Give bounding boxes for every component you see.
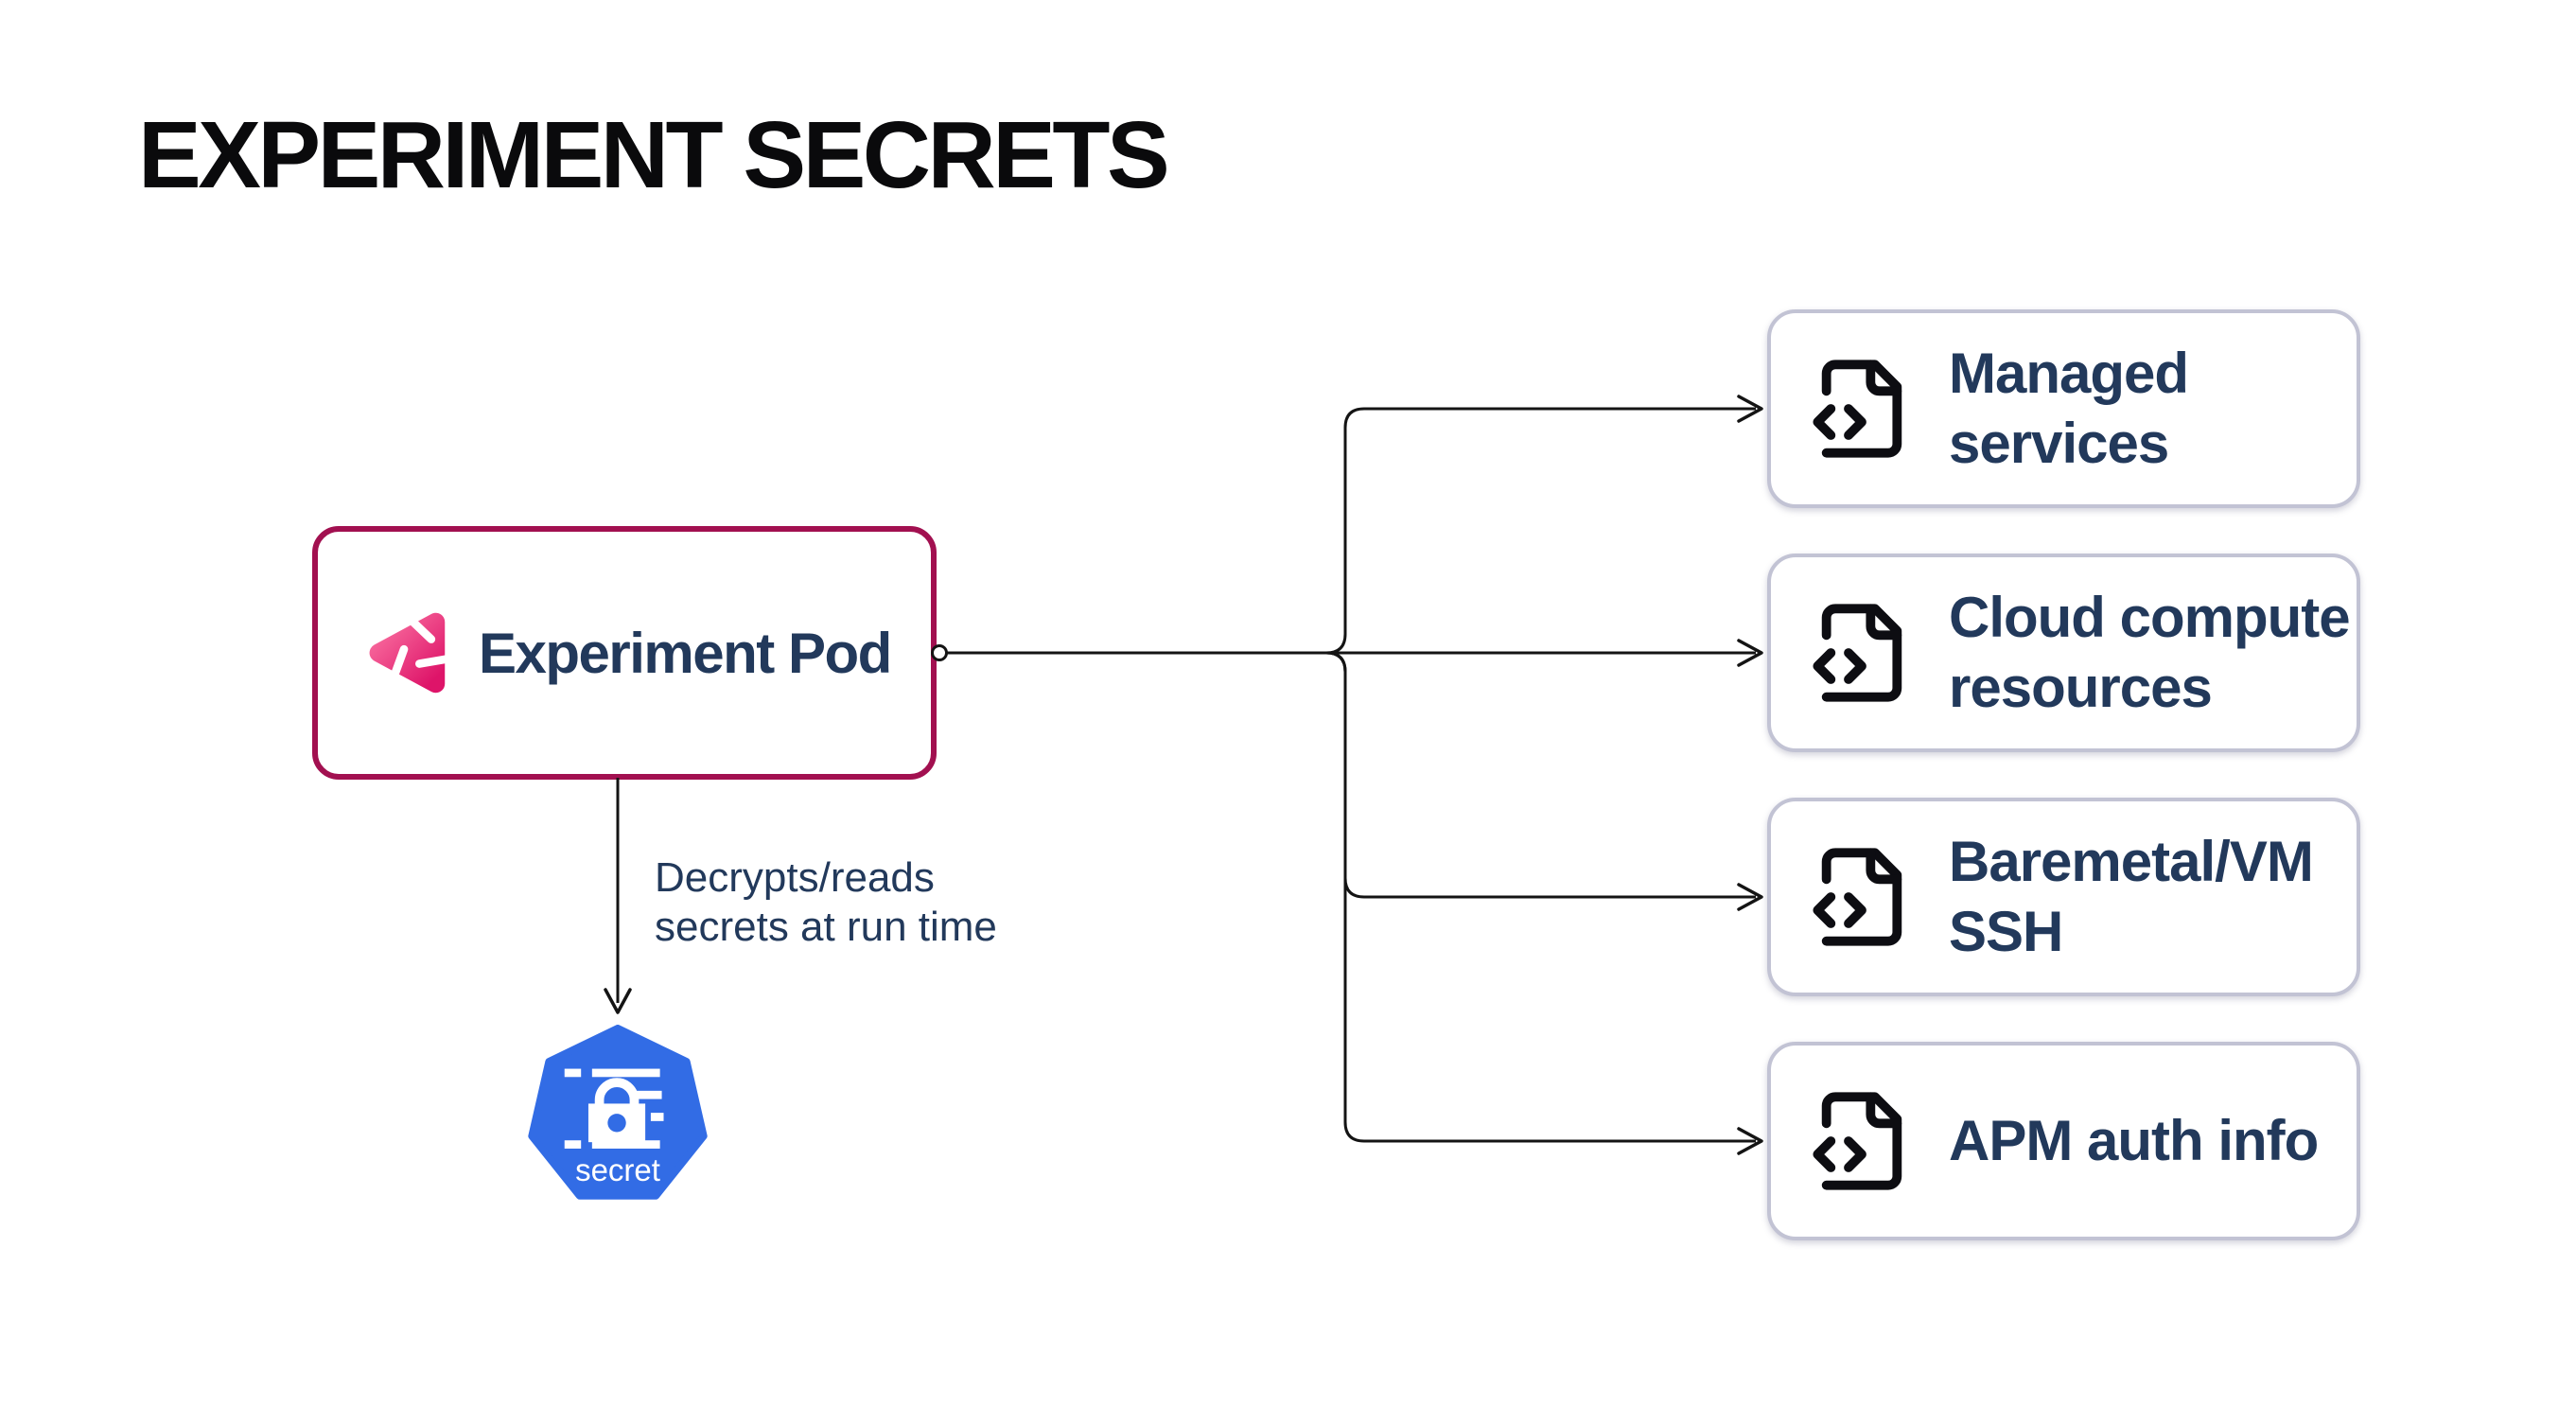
target-box-baremetal-vm-ssh: Baremetal/VM SSH xyxy=(1767,798,2360,996)
edge-pod-to-managed-services xyxy=(946,407,1756,655)
file-code-icon xyxy=(1813,604,1902,702)
page-title: EXPERIMENT SECRETS xyxy=(138,102,1170,208)
kubernetes-secret-node: secret xyxy=(526,1025,710,1208)
file-code-icon xyxy=(1813,360,1902,458)
arrowhead-icon xyxy=(1737,395,1763,423)
edge-annotation: Decrypts/reads secrets at run time xyxy=(655,854,997,950)
experiment-pod-node: Experiment Pod xyxy=(312,526,937,780)
file-code-icon xyxy=(1813,848,1902,946)
experiment-pod-label: Experiment Pod xyxy=(479,621,892,685)
arrowhead-icon xyxy=(1737,883,1763,911)
arrowhead-icon xyxy=(1737,1127,1763,1155)
target-label: APM auth info xyxy=(1949,1109,2319,1172)
arrowhead-icon xyxy=(604,988,632,1014)
target-box-apm-auth-info: APM auth info xyxy=(1767,1042,2360,1240)
secret-node-label: secret xyxy=(575,1152,660,1187)
target-box-cloud-compute: Cloud compute resources xyxy=(1767,554,2360,752)
target-box-managed-services: Managed services xyxy=(1767,309,2360,508)
edge-pod-to-apm-auth xyxy=(946,651,1756,1143)
target-label: Managed services xyxy=(1949,342,2189,475)
target-label: Cloud compute resources xyxy=(1949,586,2351,719)
kubernetes-secret-heptagon-icon: secret xyxy=(528,1025,708,1200)
target-label: Baremetal/VM SSH xyxy=(1949,830,2314,963)
litmus-chaos-icon xyxy=(369,612,450,694)
edge-pod-to-baremetal-ssh xyxy=(946,651,1756,899)
arrowhead-icon xyxy=(1737,639,1763,667)
file-code-icon xyxy=(1813,1092,1902,1190)
